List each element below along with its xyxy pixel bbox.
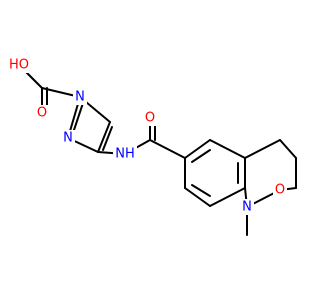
label-bg [113,146,137,162]
atom-label-n: N [63,131,73,146]
molecule-structure: HO O N N NH O N O [5,57,297,236]
bond [191,184,211,197]
bond-layer [18,64,297,236]
label-bg [273,182,287,198]
bond [244,139,281,159]
label-bg [73,89,87,105]
bond [279,139,297,159]
label-bg [5,57,33,73]
atom-amide-nh: NH [113,146,137,162]
atom-label-n: N [75,90,85,105]
atom-amide-o: O [143,110,157,126]
atom-acid-oh: HO [5,57,33,73]
atom-label-ho: HO [9,58,29,73]
bond [149,139,186,159]
label-bg [240,199,254,215]
atom-label-nh: NH [115,147,135,162]
atom-label-n: N [242,200,252,215]
bond [102,126,113,151]
bond [191,149,211,163]
label-bg [143,110,157,126]
atom-label-o: O [145,111,155,126]
label-bg [35,105,49,121]
atom-pyrazole-n2: N [61,130,75,146]
atom-lactam-n: N [240,199,254,215]
atom-lactam-o: O [273,182,287,198]
atom-label-layer: HO O N N NH O N O [5,57,287,215]
atom-label-o: O [37,106,47,121]
atom-label-o: O [275,183,285,198]
atom-pyrazole-n1: N [73,89,87,105]
atom-acid-o: O [35,105,49,121]
bond [209,187,246,207]
bond [97,121,111,153]
bond [209,139,246,159]
bond [184,187,211,207]
bond [184,139,211,159]
label-bg [61,130,75,146]
